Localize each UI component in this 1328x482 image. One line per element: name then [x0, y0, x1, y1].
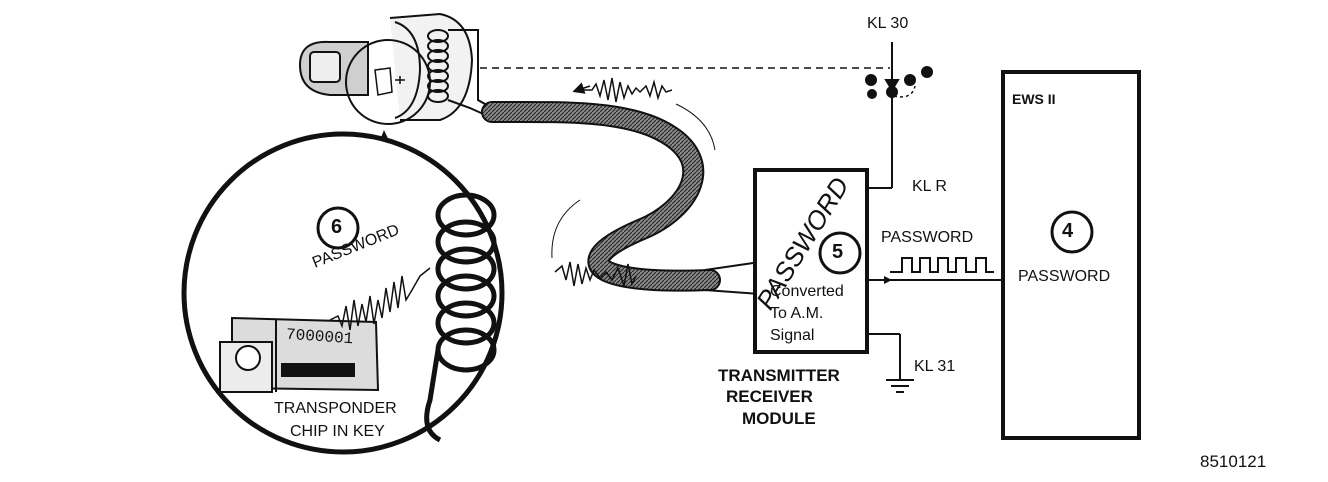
key-coil	[424, 192, 497, 443]
module-signal-text: Signal	[770, 327, 815, 344]
am-signal-waves	[551, 77, 716, 287]
magnifier-small	[345, 39, 431, 125]
kl31-label: KL 31	[914, 358, 956, 375]
antenna-cable	[481, 100, 761, 295]
transponder-chip	[219, 316, 380, 393]
key-caption-line2: CHIP IN KEY	[290, 423, 385, 440]
module-caption-line2: RECEIVER	[726, 387, 813, 406]
module-caption-line1: TRANSMITTER	[718, 366, 840, 385]
module-converted-text: Converted	[770, 283, 844, 300]
kl30-label: KL 30	[867, 15, 909, 32]
ews-number-circle	[1050, 210, 1094, 254]
module-caption-line3: MODULE	[742, 409, 816, 428]
ews-box	[1001, 70, 1141, 440]
ews-number: 4	[1062, 220, 1074, 242]
klr-label: KL R	[912, 178, 947, 195]
module-number-circle	[818, 231, 862, 275]
figure-id: 8510121	[1200, 452, 1267, 471]
module-to-am-text: To A.M.	[770, 305, 824, 322]
ignition-switch	[865, 42, 933, 189]
ews-title: EWS II	[1012, 91, 1056, 107]
ground-kl31	[867, 333, 914, 393]
key-number-circle	[316, 206, 360, 250]
key-caption-line1: TRANSPONDER	[274, 400, 397, 417]
signal-password-label: PASSWORD	[881, 229, 974, 246]
module-number: 5	[832, 241, 844, 263]
key-number: 6	[331, 216, 343, 238]
ring-antenna-coil	[427, 29, 449, 103]
digital-pulse-train	[890, 257, 994, 273]
ignition-lock-illustration	[298, 12, 493, 121]
ews-password-label: PASSWORD	[1018, 268, 1111, 285]
key-signal-wave	[329, 267, 431, 331]
